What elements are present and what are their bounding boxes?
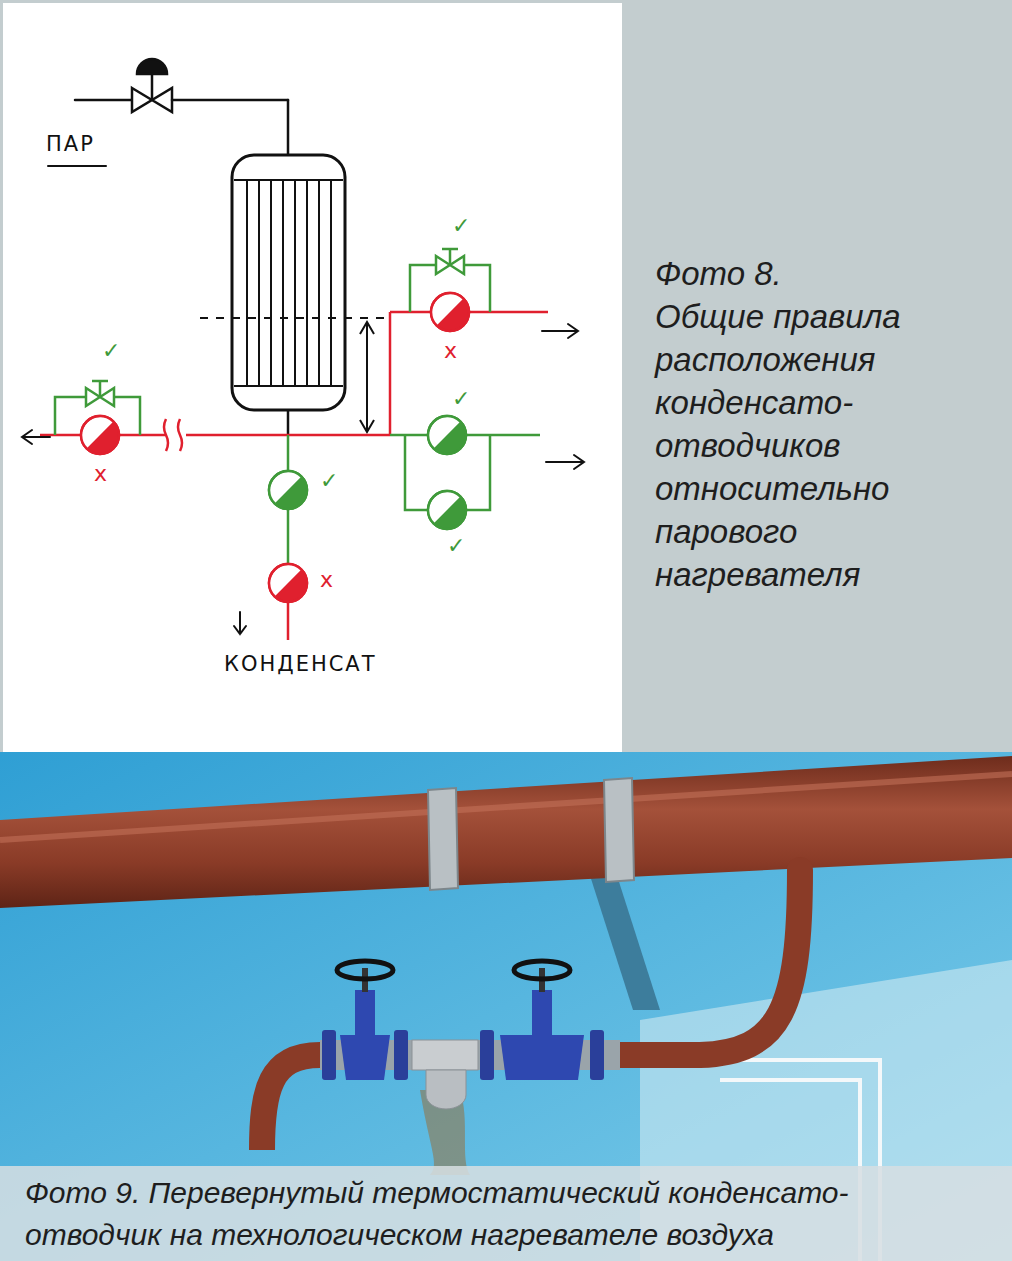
steam-line-part — [151, 74, 154, 100]
grounds-part — [0, 0, 1012, 752]
photo-air-heater-part — [585, 860, 660, 1010]
cross-mark: x — [320, 569, 333, 591]
grounds-part — [3, 3, 622, 752]
correct-piping — [55, 249, 540, 565]
caption-text: Общие правила расположения конденсато- о… — [655, 295, 927, 596]
steam-trap-red-part-part — [81, 416, 119, 454]
photo-air-heater-part — [340, 1035, 390, 1080]
steam-line-part — [75, 99, 132, 102]
steam-line-part — [137, 59, 167, 74]
steam-trap-green-part-part — [428, 416, 466, 454]
heater-shell-part-part — [306, 180, 308, 386]
level-arrow-part — [366, 324, 368, 430]
photo-air-heater-part — [262, 1055, 320, 1150]
correct-piping-part — [449, 249, 452, 265]
pipe-label: КОНДЕНСАТ — [224, 654, 377, 675]
steam-trap-red-part-part — [269, 564, 307, 602]
check-mark: ✓ — [320, 470, 338, 492]
flow-arrows — [22, 324, 584, 634]
level-arrow — [360, 322, 374, 432]
heater-shell-part-part — [270, 180, 272, 386]
photo-air-heater-part — [322, 1030, 336, 1080]
check-mark: ✓ — [452, 215, 470, 237]
heater-shell-part — [234, 385, 343, 387]
heater-shell-part-part — [330, 180, 332, 386]
wrong-piping-part — [178, 419, 182, 451]
steam-trap-green-part — [428, 491, 466, 529]
steam-trap-red-part — [81, 416, 119, 454]
photo-air-heater-part — [394, 1030, 408, 1080]
cross-mark: x — [444, 340, 457, 362]
heater-shell-part — [247, 180, 331, 386]
level-arrow-part — [360, 322, 374, 334]
flow-arrows-part — [542, 324, 578, 338]
steam-trap-red-part — [431, 293, 469, 331]
wrong-piping-part — [389, 312, 392, 435]
photo-air-heater — [0, 752, 1012, 1261]
caption-text: Фото 9. Перевернутый термостатический ко… — [25, 1172, 965, 1256]
heater-shell-part-part — [294, 180, 296, 386]
photo-air-heater-part — [0, 752, 1012, 1261]
photo-air-heater-part — [620, 870, 800, 1055]
steam-trap-red-part-part — [431, 293, 469, 331]
steam-trap-green — [269, 416, 466, 529]
steam-trap-green-part — [428, 416, 466, 454]
steam-line-part — [48, 165, 106, 167]
photo-air-heater-part — [480, 1030, 494, 1080]
steam-trap-green-part-part — [269, 471, 307, 509]
photo-air-heater-part — [514, 961, 570, 979]
steam-trap-red-part-part — [81, 416, 119, 454]
heater-shell-part — [234, 179, 343, 181]
photo-air-heater-part — [500, 1035, 584, 1080]
wrong-piping — [40, 312, 548, 640]
steam-line-part — [172, 99, 288, 102]
flow-arrows-part — [22, 430, 50, 444]
photo-air-heater-part — [0, 774, 1012, 840]
heater-shell-part-part — [282, 180, 284, 386]
pipe-label: ПАР — [46, 134, 95, 155]
photo-air-heater-part — [532, 990, 552, 1035]
steam-trap-green-part-part — [428, 491, 466, 529]
photo-air-heater-part — [428, 788, 458, 890]
steam-trap-red-part-part — [431, 293, 469, 331]
photo-air-heater-part — [590, 1030, 604, 1080]
heater-shell-part — [287, 410, 290, 435]
steam-trap-red-part-part — [269, 564, 307, 602]
photo-air-heater-part — [426, 1070, 466, 1109]
caption-band: Фото 9. Перевернутый термостатический ко… — [0, 1166, 1012, 1261]
steam-trap-green-part-part — [428, 416, 466, 454]
caption-panel: Фото 8.Общие правила расположения конден… — [622, 0, 1012, 752]
steam-line-part — [287, 100, 290, 155]
photo-number: Фото 8. — [655, 252, 955, 295]
photo-air-heater-part — [412, 1040, 478, 1070]
photo-air-heater-part — [355, 990, 375, 1035]
correct-piping-part — [442, 248, 458, 251]
photo-air-heater-part — [0, 756, 1012, 908]
heater-shell-part-part — [258, 180, 260, 386]
steam-trap-green-part-part — [428, 491, 466, 529]
flow-arrows-part — [546, 455, 584, 469]
heater-shell-part — [232, 155, 345, 410]
wrong-piping-part — [164, 419, 168, 451]
steam-trap-red-part — [269, 564, 307, 602]
heater-shell-part — [200, 317, 385, 319]
check-mark: ✓ — [452, 388, 470, 410]
heater-shell-part-part — [318, 180, 320, 386]
flow-arrows-part — [234, 612, 246, 634]
photo-air-heater-part — [337, 961, 393, 979]
heater-shell-part-part — [246, 180, 248, 386]
level-arrow-part — [360, 420, 374, 432]
correct-piping-part — [92, 380, 108, 383]
cross-mark: x — [94, 463, 107, 485]
steam-trap-green-part — [269, 471, 307, 509]
heater-shell — [200, 155, 385, 435]
check-mark: ✓ — [102, 340, 120, 362]
steam-trap-red — [81, 293, 469, 602]
correct-piping-part — [99, 381, 102, 397]
steam-trap-green-part-part — [269, 471, 307, 509]
grounds — [0, 0, 1012, 752]
check-mark: ✓ — [447, 535, 465, 557]
photo-air-heater-part — [604, 778, 634, 882]
